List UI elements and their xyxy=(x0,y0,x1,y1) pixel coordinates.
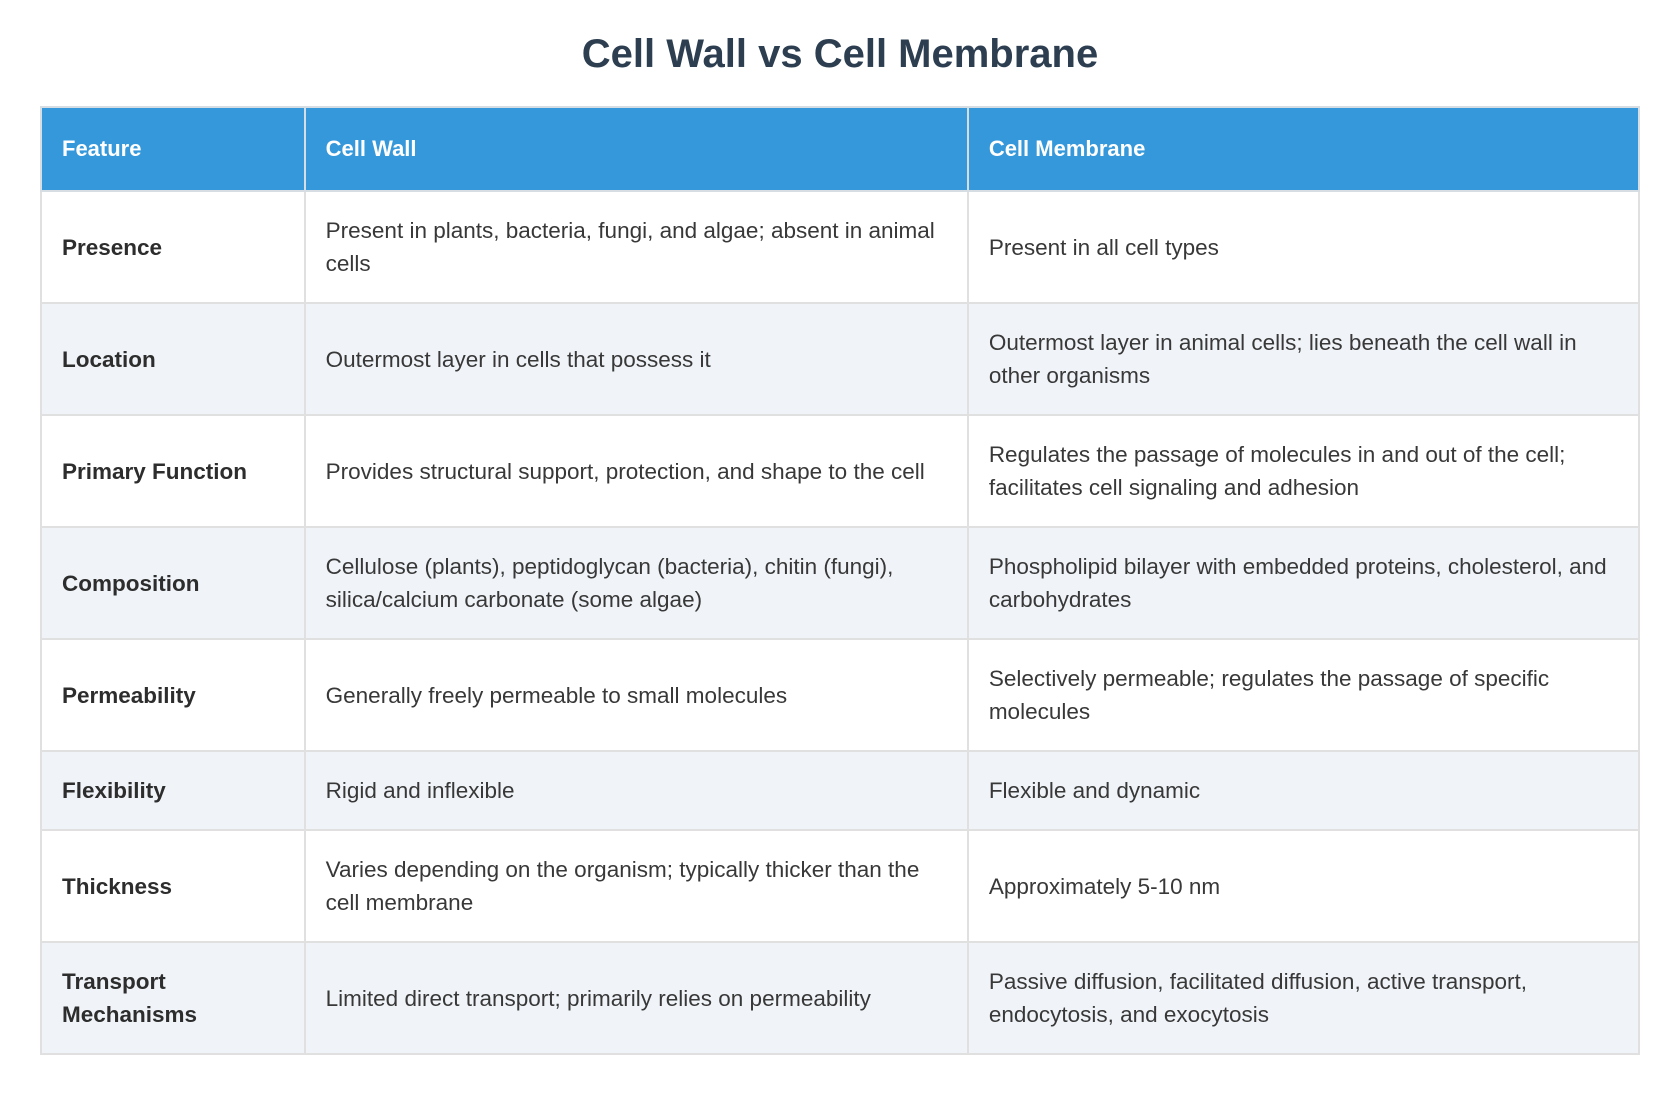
cell-wall-cell: Limited direct transport; primarily reli… xyxy=(303,941,969,1055)
cell-wall-cell: Cellulose (plants), peptidoglycan (bacte… xyxy=(303,526,969,640)
feature-cell: Location xyxy=(40,302,306,416)
table-row-permeability: Permeability Generally freely permeable … xyxy=(40,638,1641,752)
cell-membrane-cell: Phospholipid bilayer with embedded prote… xyxy=(966,526,1641,640)
cell-membrane-cell: Selectively permeable; regulates the pas… xyxy=(966,638,1641,752)
page-title: Cell Wall vs Cell Membrane xyxy=(581,32,1099,76)
table-row-presence: Presence Present in plants, bacteria, fu… xyxy=(40,190,1641,304)
column-header-cell-wall: Cell Wall xyxy=(303,106,969,192)
cell-wall-cell: Rigid and inflexible xyxy=(303,750,969,831)
feature-cell: Transport Mechanisms xyxy=(40,941,306,1055)
table-row-location: Location Outermost layer in cells that p… xyxy=(40,302,1641,416)
feature-cell: Flexibility xyxy=(40,750,306,831)
cell-membrane-cell: Outermost layer in animal cells; lies be… xyxy=(966,302,1641,416)
feature-cell: Composition xyxy=(40,526,306,640)
cell-wall-cell: Provides structural support, protection,… xyxy=(303,414,969,528)
cell-membrane-cell: Regulates the passage of molecules in an… xyxy=(966,414,1641,528)
column-header-feature: Feature xyxy=(40,106,306,192)
feature-cell: Thickness xyxy=(40,829,306,943)
feature-cell: Permeability xyxy=(40,638,306,752)
feature-cell: Presence xyxy=(40,190,306,304)
table-row-transport-mechanisms: Transport Mechanisms Limited direct tran… xyxy=(40,941,1641,1055)
cell-wall-cell: Outermost layer in cells that possess it xyxy=(303,302,969,416)
cell-membrane-cell: Approximately 5-10 nm xyxy=(966,829,1641,943)
cell-membrane-cell: Flexible and dynamic xyxy=(966,750,1641,831)
cell-wall-cell: Generally freely permeable to small mole… xyxy=(303,638,969,752)
cell-membrane-cell: Present in all cell types xyxy=(966,190,1641,304)
table-row-flexibility: Flexibility Rigid and inflexible Flexibl… xyxy=(40,750,1641,831)
table-header-row: Feature Cell Wall Cell Membrane xyxy=(40,106,1641,192)
table-row-thickness: Thickness Varies depending on the organi… xyxy=(40,829,1641,943)
cell-membrane-cell: Passive diffusion, facilitated diffusion… xyxy=(966,941,1641,1055)
table-head: Feature Cell Wall Cell Membrane xyxy=(40,106,1641,192)
column-header-cell-membrane: Cell Membrane xyxy=(966,106,1641,192)
feature-cell: Primary Function xyxy=(40,414,306,528)
table-body: Presence Present in plants, bacteria, fu… xyxy=(40,190,1641,1055)
cell-wall-cell: Present in plants, bacteria, fungi, and … xyxy=(303,190,969,304)
cell-wall-cell: Varies depending on the organism; typica… xyxy=(303,829,969,943)
comparison-table: Feature Cell Wall Cell Membrane Presence… xyxy=(40,106,1641,1055)
table-row-composition: Composition Cellulose (plants), peptidog… xyxy=(40,526,1641,640)
table-row-primary-function: Primary Function Provides structural sup… xyxy=(40,414,1641,528)
